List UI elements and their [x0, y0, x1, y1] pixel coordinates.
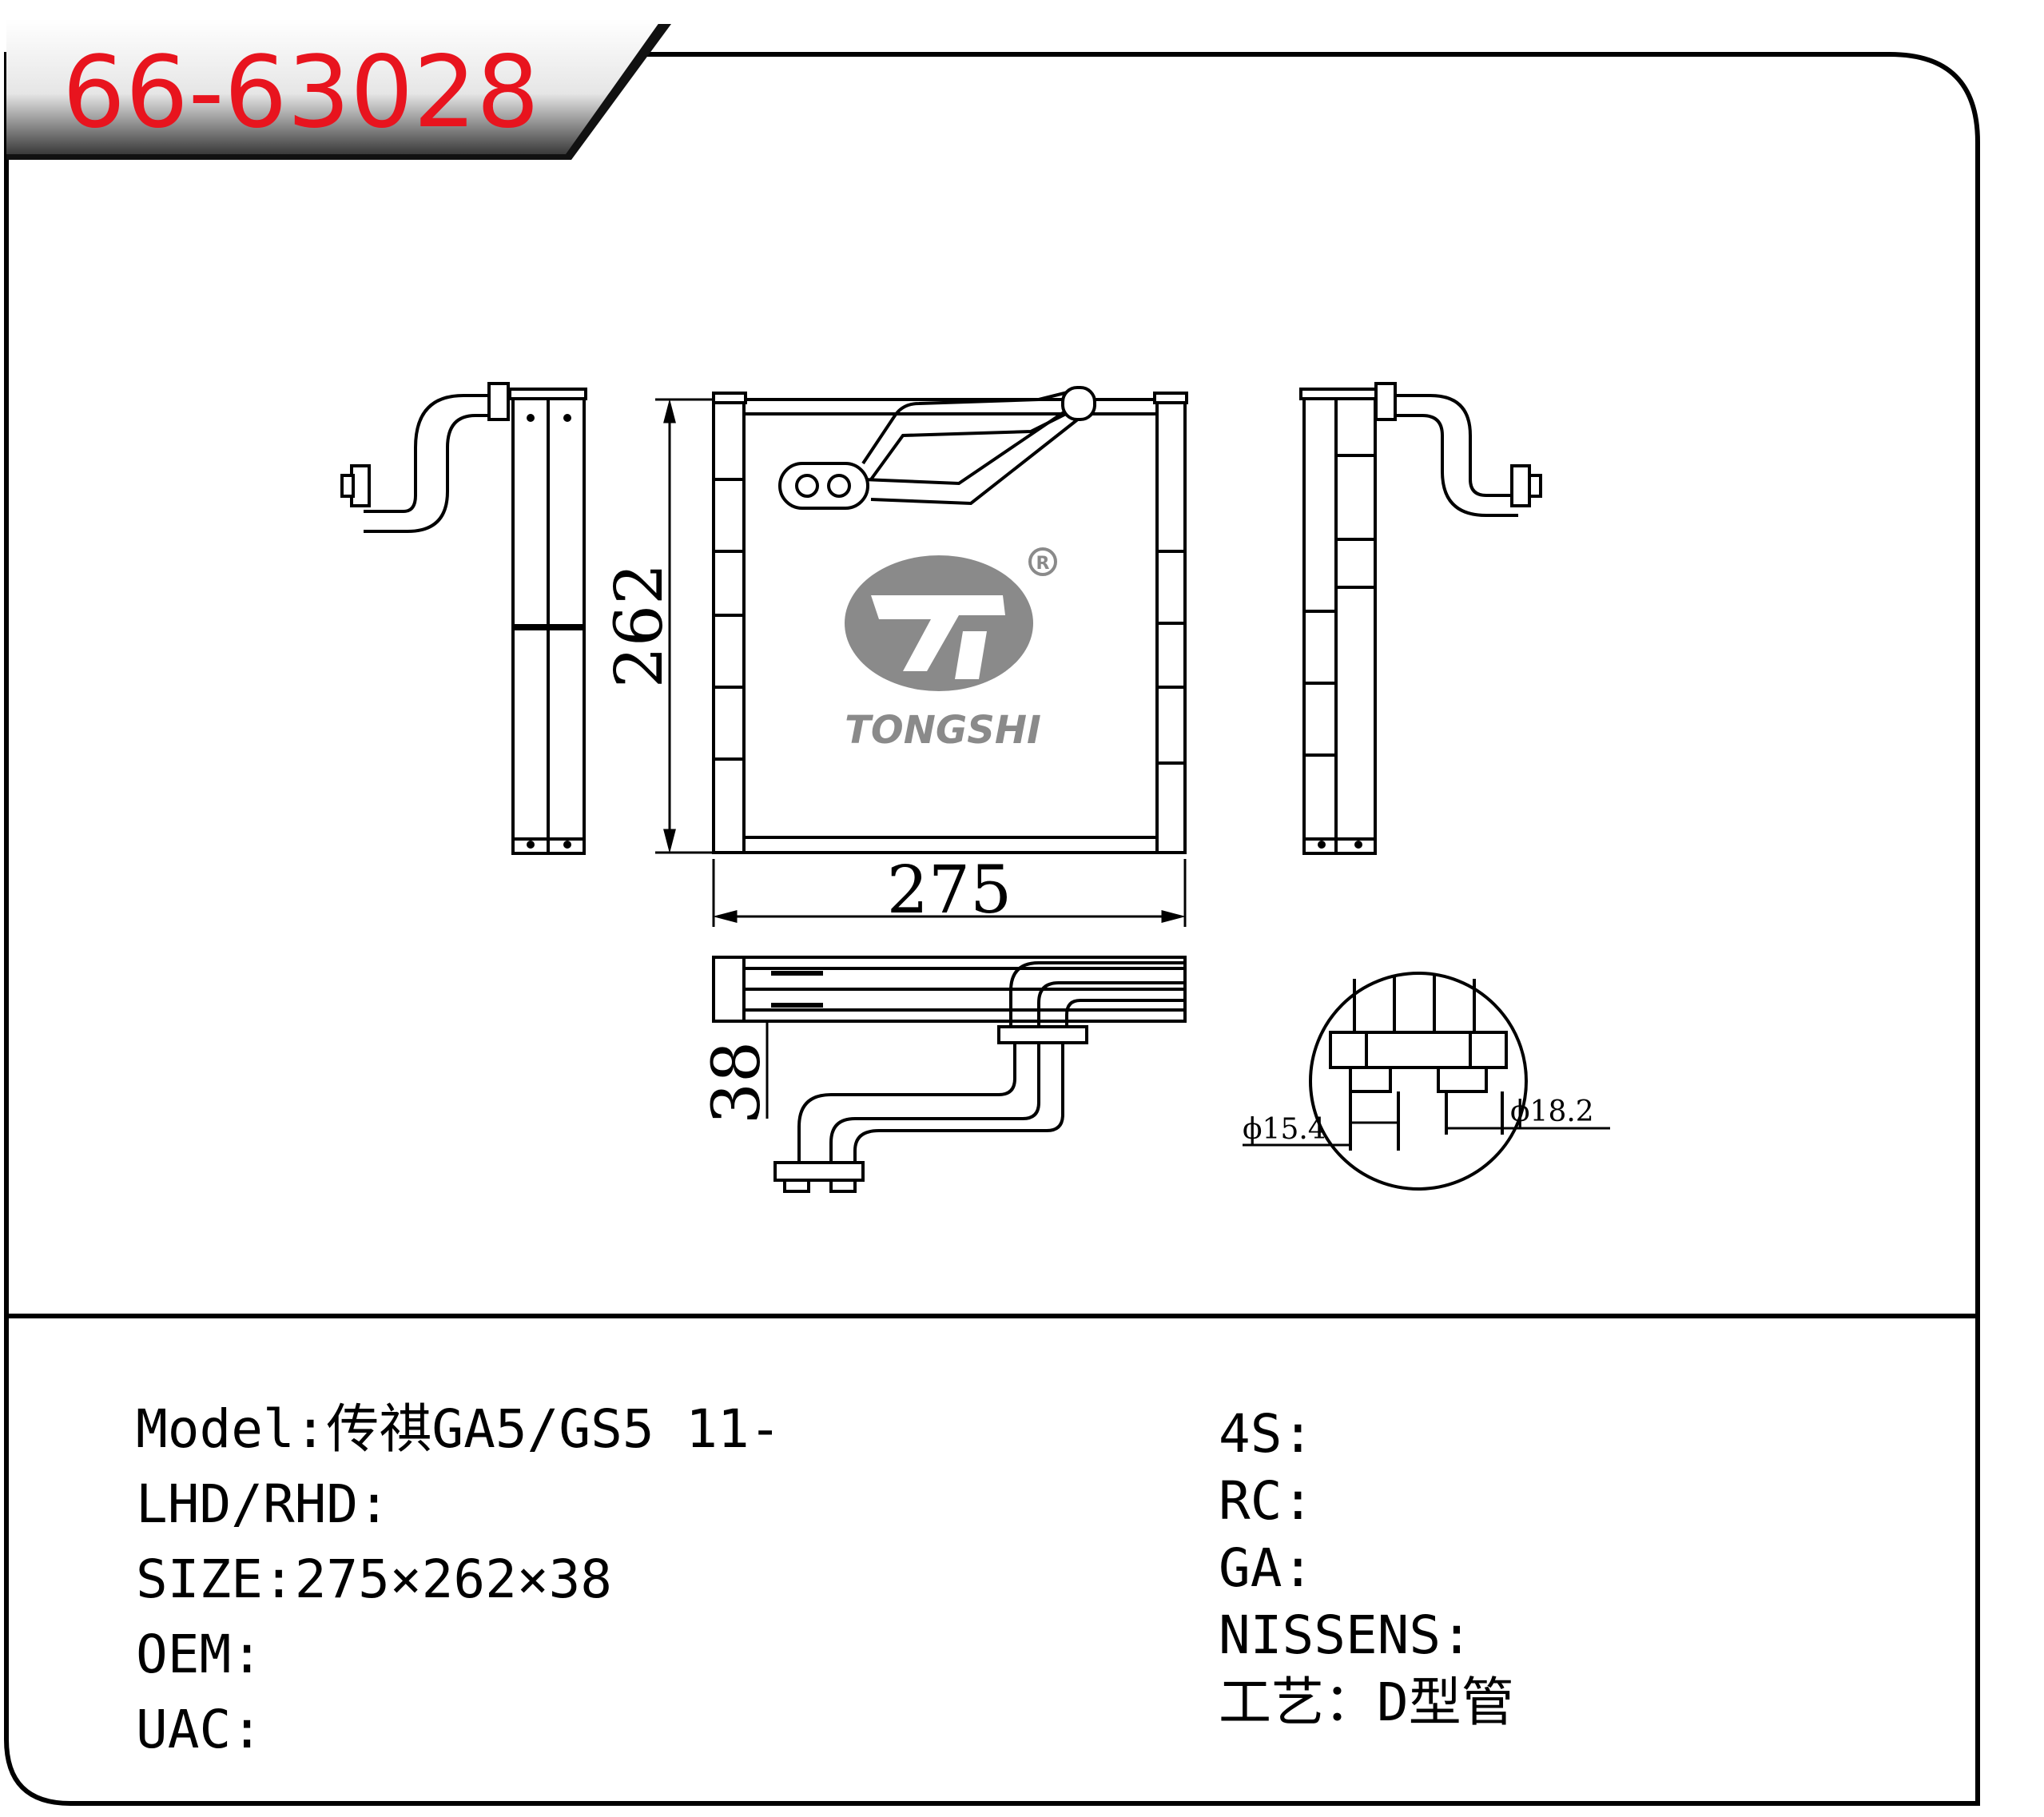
dim-depth-label: 38	[699, 1041, 775, 1124]
spec-oem-label: OEM:	[136, 1624, 263, 1685]
spec-ga: GA:	[1219, 1542, 1314, 1595]
diameter-leaders	[1243, 1121, 1610, 1147]
spec-process-label: 工艺：	[1219, 1672, 1377, 1733]
spec-uac-label: UAC:	[136, 1699, 263, 1760]
spec-4s-label: 4S:	[1219, 1403, 1314, 1465]
spec-uac: UAC:	[136, 1704, 263, 1756]
spec-nissens-label: NISSENS:	[1219, 1604, 1473, 1666]
spec-4s: 4S:	[1219, 1408, 1314, 1461]
detail-view	[1309, 972, 1528, 1191]
spec-process-value: D型管	[1377, 1672, 1514, 1733]
spec-lhd-rhd: LHD/RHD:	[136, 1478, 390, 1531]
spec-size-label: SIZE:	[136, 1549, 295, 1610]
part-number: 66-63028	[62, 35, 539, 150]
part-number-tab: 66-63028	[6, 19, 671, 160]
brand-name: TONGSHI	[845, 708, 1041, 753]
spec-model-label: Model:	[136, 1398, 327, 1460]
left-side-view	[340, 382, 587, 855]
dim-width-label: 275	[887, 853, 1012, 928]
spec-model-value: 传祺GA5/GS5 11-	[326, 1398, 781, 1460]
spec-oem: OEM:	[136, 1628, 263, 1681]
spec-rc: RC:	[1219, 1475, 1314, 1528]
tongshi-logo: R TONGSHI	[845, 547, 1057, 753]
spec-rc-label: RC:	[1219, 1470, 1314, 1532]
spec-size: SIZE:275×262×38	[136, 1553, 612, 1606]
registered-mark: R	[1036, 554, 1050, 574]
dim-height-label: 262	[602, 563, 678, 689]
width-dimension	[712, 859, 1187, 927]
spec-process: 工艺：D型管	[1219, 1676, 1514, 1729]
dia-inlet-label: ϕ15.4	[1243, 1113, 1326, 1146]
front-view	[712, 386, 1188, 854]
top-view	[712, 956, 1187, 1193]
spec-size-value: 275×262×38	[294, 1549, 613, 1610]
spec-ga-label: GA:	[1219, 1537, 1314, 1599]
spec-nissens: NISSENS:	[1219, 1609, 1473, 1662]
outer-frame	[4, 52, 1980, 1806]
spec-model: Model:传祺GA5/GS5 11-	[136, 1403, 781, 1456]
spec-lhd-rhd-label: LHD/RHD:	[136, 1473, 390, 1535]
dia-outlet-label: ϕ18.2	[1510, 1095, 1594, 1128]
height-dimension	[655, 398, 714, 854]
right-side-view	[1299, 382, 1542, 855]
